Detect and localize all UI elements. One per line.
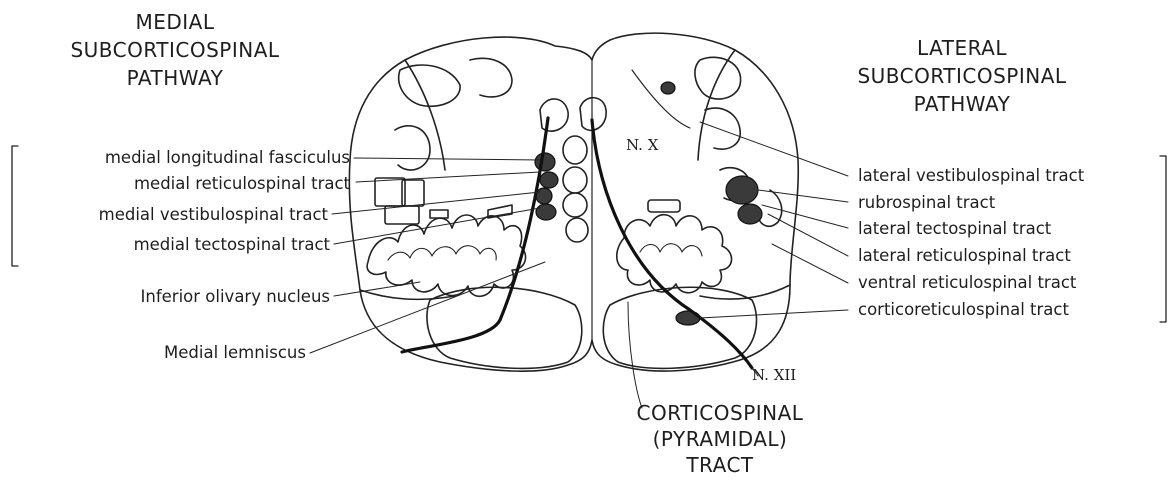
label-inferior-olivary-nucleus: Inferior olivary nucleus (141, 287, 330, 307)
corticospinal-heading-line-2: (PYRAMIDAL) (620, 426, 820, 452)
lateral-heading-line-1: LATERAL (842, 34, 1082, 62)
medial-heading-line-1: MEDIAL (60, 8, 290, 36)
label-corticoreticulospinal-tract: corticoreticulospinal tract (858, 300, 1069, 320)
label-lateral-vestibulospinal-tract: lateral vestibulospinal tract (858, 166, 1084, 186)
lateral-heading-line-2: SUBCORTICOSPINAL (842, 62, 1082, 90)
label-medial-longitudinal-fasciculus: medial longitudinal fasciculus (105, 148, 350, 168)
medial-pathway-heading: MEDIAL SUBCORTICOSPINAL PATHWAY (60, 8, 290, 92)
label-medial-reticulospinal-tract: medial reticulospinal tract (134, 174, 350, 194)
label-lateral-reticulospinal-tract: lateral reticulospinal tract (858, 246, 1071, 266)
lateral-heading-line-3: PATHWAY (842, 90, 1082, 118)
label-nerve-x: N. X (626, 136, 658, 154)
label-medial-tectospinal-tract: medial tectospinal tract (134, 235, 330, 255)
left-corticospinal-path (402, 118, 548, 352)
label-rubrospinal-tract: rubrospinal tract (858, 193, 995, 213)
left-olive (367, 215, 525, 296)
corticospinal-heading-line-3: TRACT (620, 452, 820, 478)
left-bracket (12, 146, 18, 266)
lateral-pathway-heading: LATERAL SUBCORTICOSPINAL PATHWAY (842, 34, 1082, 118)
label-nerve-xii: N. XII (752, 366, 796, 384)
right-bracket (1160, 156, 1166, 322)
left-pyramid (427, 287, 582, 368)
medial-heading-line-3: PATHWAY (60, 64, 290, 92)
label-lateral-tectospinal-tract: lateral tectospinal tract (858, 219, 1051, 239)
corticospinal-heading: CORTICOSPINAL (PYRAMIDAL) TRACT (620, 400, 820, 478)
label-medial-lemniscus: Medial lemniscus (164, 343, 306, 363)
medulla-outline (349, 33, 798, 371)
medial-heading-line-2: SUBCORTICOSPINAL (60, 36, 290, 64)
corticospinal-heading-line-1: CORTICOSPINAL (620, 400, 820, 426)
label-medial-vestibulospinal-tract: medial vestibulospinal tract (99, 205, 328, 225)
label-ventral-reticulospinal-tract: ventral reticulospinal tract (858, 273, 1076, 293)
